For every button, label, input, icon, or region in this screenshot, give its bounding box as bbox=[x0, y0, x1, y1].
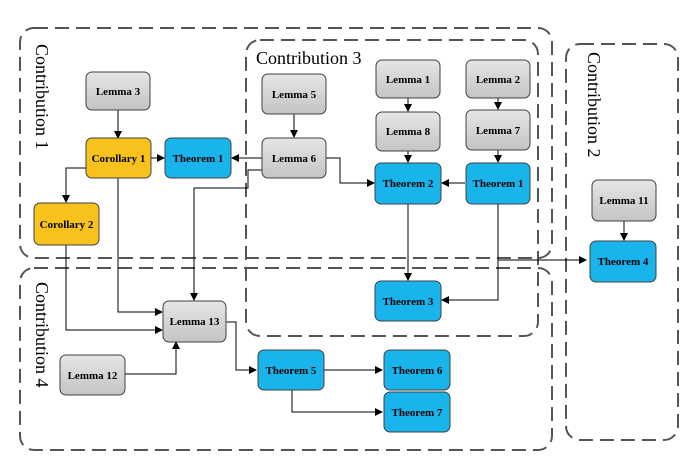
edge-lemma12-lemma13 bbox=[125, 341, 180, 375]
edge-corollary1-corollary2 bbox=[62, 167, 86, 203]
edge-theorem1r-theorem3 bbox=[441, 204, 499, 304]
theorem1-right-node bbox=[465, 162, 531, 205]
contribution-3-label: Contribution 3 bbox=[256, 48, 362, 68]
edge-lemma6-theorem2 bbox=[326, 157, 375, 187]
edges bbox=[62, 98, 628, 416]
nodes: Lemma 3 Corollary 1 Theorem 1 Corollary … bbox=[33, 59, 657, 433]
lemma6-node bbox=[261, 137, 327, 179]
edge-theorem5-theorem7 bbox=[291, 390, 383, 416]
edge-lemma13-theorem5 bbox=[226, 321, 257, 374]
theorem1-left-node bbox=[164, 137, 232, 179]
lemma12-label: Lemma 12 bbox=[68, 370, 118, 382]
lemma1-label: Lemma 1 bbox=[386, 74, 430, 86]
corollary1-label: Corollary 1 bbox=[92, 153, 146, 165]
contribution-4-frame bbox=[19, 267, 553, 451]
contribution-2-label: Contribution 2 bbox=[584, 52, 604, 158]
theorem1-right-label: Theorem 1 bbox=[473, 178, 524, 190]
lemma13-label: Lemma 13 bbox=[170, 316, 220, 328]
lemma2-node bbox=[465, 59, 531, 99]
lemma8-node bbox=[375, 111, 441, 152]
corollary2-node bbox=[33, 202, 100, 246]
corollary2-label: Corollary 2 bbox=[40, 219, 94, 231]
theorem3-node bbox=[374, 280, 442, 322]
theorem5-node bbox=[257, 349, 325, 391]
theorem5-label: Theorem 5 bbox=[266, 365, 317, 377]
theorem3-label: Theorem 3 bbox=[383, 296, 434, 308]
corollary1-node bbox=[85, 137, 152, 179]
theorem4-node bbox=[589, 240, 657, 283]
theorem1-left-label: Theorem 1 bbox=[173, 153, 224, 165]
theorem6-label: Theorem 6 bbox=[392, 365, 443, 377]
lemma6-label: Lemma 6 bbox=[272, 153, 317, 165]
lemma5-node bbox=[261, 73, 327, 115]
lemma2-label: Lemma 2 bbox=[476, 74, 521, 86]
lemma13-node bbox=[162, 300, 227, 343]
lemma11-label: Lemma 11 bbox=[599, 195, 648, 207]
theorem2-label: Theorem 2 bbox=[383, 178, 434, 190]
edge-corollary2-lemma13 bbox=[65, 245, 163, 334]
contribution-4-label: Contribution 4 bbox=[32, 282, 52, 388]
lemma7-label: Lemma 7 bbox=[476, 125, 521, 137]
lemma7-node bbox=[465, 109, 531, 151]
theorem7-node bbox=[383, 391, 451, 433]
theorem7-label: Theorem 7 bbox=[392, 407, 443, 419]
theorem2-node bbox=[374, 162, 442, 205]
lemma5-label: Lemma 5 bbox=[272, 89, 317, 101]
theorem6-node bbox=[383, 349, 451, 391]
lemma1-node bbox=[375, 59, 441, 99]
lemma3-node bbox=[85, 71, 151, 111]
lemma12-node bbox=[59, 354, 126, 396]
lemma11-node bbox=[591, 179, 657, 222]
theorem4-label: Theorem 4 bbox=[598, 256, 649, 268]
lemma8-label: Lemma 8 bbox=[386, 126, 431, 138]
edge-corollary1-lemma13 bbox=[117, 178, 163, 316]
contribution-2-frame bbox=[565, 43, 679, 441]
lemma3-label: Lemma 3 bbox=[96, 86, 141, 98]
contribution-1-label: Contribution 1 bbox=[32, 44, 52, 150]
contribution-1-frame bbox=[19, 27, 553, 259]
edge-lemma6-lemma13 bbox=[190, 169, 262, 301]
